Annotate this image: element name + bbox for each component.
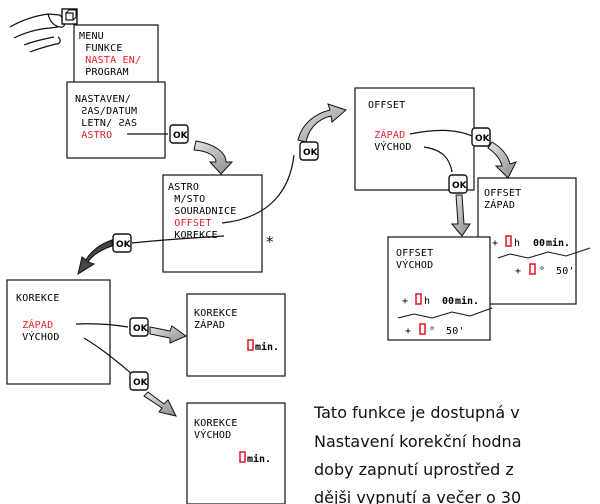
offset-west-minutes: 00: [533, 238, 545, 249]
offset-west-screen: OFFSET ZÁPAD + h 00 min. + ° 50': [478, 178, 590, 304]
correction-west-unit: min.: [255, 341, 279, 353]
menu-line: PROGRAM: [79, 67, 129, 78]
arrow-to-offset-east: [452, 195, 470, 236]
offset-west-plus: +: [492, 238, 498, 249]
astro-screen: ASTRO M/STO SOURADNICE OFFSET KOREKCE: [163, 175, 262, 272]
offset-east-title: OFFSET: [396, 248, 433, 259]
correction-line: VÝCHOD: [16, 330, 60, 343]
offset-west-deg-plus: +: [515, 266, 521, 277]
offset-west-hour-unit: h: [514, 238, 520, 249]
offset-east-title: VÝCHOD: [396, 258, 433, 271]
offset-east-minutes: 00: [442, 296, 454, 307]
astro-line: M/STO: [168, 194, 205, 205]
menu-line: MENU: [79, 31, 104, 42]
correction-west-title: ZÁPAD: [194, 318, 225, 331]
ok-button-icon: OK: [170, 125, 189, 143]
svg-text:OK: OK: [116, 240, 132, 250]
ok-button-icon: OK: [300, 142, 319, 160]
correction-east-title: VÝCHOD: [194, 428, 231, 441]
correction-east-title: KOREKCE: [194, 418, 238, 429]
menu-line-selected: NASTA EN/: [79, 55, 141, 66]
correction-line-selected: ZÁPAD: [16, 318, 53, 331]
settings-line: NASTAVEN/: [75, 94, 131, 105]
correction-west-title: KOREKCE: [194, 308, 238, 319]
ok-button-icon: OK: [449, 175, 468, 193]
arrow-to-astro: [194, 141, 232, 174]
ok-button-icon: OK: [113, 234, 132, 252]
offset-east-deg-plus: +: [405, 326, 411, 337]
offset-west-arcmin: 50': [556, 266, 575, 277]
note-line: Nastavení korekční hodna: [314, 432, 522, 451]
offset-east-deg-sym: °: [429, 326, 435, 337]
astro-line-selected: OFFSET: [168, 218, 212, 229]
svg-text:OK: OK: [133, 324, 149, 334]
offset-east-plus: +: [402, 296, 408, 307]
correction-line: KOREKCE: [16, 293, 60, 304]
offset-line-selected: ZÁPAD: [368, 128, 405, 141]
correction-menu-screen: KOREKCE ZÁPAD VÝCHOD: [7, 280, 110, 384]
offset-west-deg-sym: °: [539, 266, 545, 277]
svg-text:OK: OK: [173, 131, 189, 141]
settings-screen: NASTAVEN/ ƧAS/DATUM LETN/ ƧAS ASTRO: [67, 82, 165, 158]
note-line: doby zapnutí uprostřed z: [314, 460, 514, 479]
offset-west-title: OFFSET: [484, 188, 521, 199]
offset-line: VÝCHOD: [368, 140, 412, 153]
settings-line: LETN/ ƧAS: [75, 118, 137, 129]
note-line: Tato funkce je dostupná v: [313, 403, 520, 422]
offset-east-hour-unit: h: [424, 296, 430, 307]
arrow-to-correction-east: [144, 392, 176, 416]
svg-text:OK: OK: [303, 148, 319, 158]
correction-east-unit: min.: [247, 453, 271, 465]
svg-text:OK: OK: [133, 378, 149, 388]
offset-line: OFFSET: [368, 100, 405, 111]
explanation-text: Tato funkce je dostupná v Nastavení kore…: [313, 403, 522, 504]
ok-button-icon: OK: [130, 372, 149, 390]
svg-text:OK: OK: [475, 134, 491, 144]
settings-line-selected: ASTRO: [75, 130, 112, 141]
arrow-to-offset-menu: [298, 104, 346, 142]
offset-west-min-unit: min.: [546, 237, 570, 249]
astro-line: ASTRO: [168, 182, 199, 193]
offset-east-screen: OFFSET VÝCHOD + h 00 min. + ° 50': [388, 237, 492, 340]
offset-east-min-unit: min.: [455, 295, 479, 307]
hand-pressing-button-icon: [10, 9, 77, 52]
arrow-to-offset-west: [488, 142, 516, 178]
correction-west-screen: KOREKCE ZÁPAD min.: [187, 294, 285, 376]
correction-east-screen: KOREKCE VÝCHOD min.: [187, 403, 285, 504]
menu-line: FUNKCE: [79, 43, 123, 54]
footnote-asterisk: *: [266, 233, 274, 251]
arrow-to-correction-menu: [78, 240, 112, 274]
ok-button-icon: OK: [472, 128, 491, 146]
astro-line: SOURADNICE: [168, 206, 236, 217]
offset-east-arcmin: 50': [446, 326, 465, 337]
menu-screen: MENU FUNKCE NASTA EN/ PROGRAM: [74, 25, 158, 83]
ok-button-icon: OK: [130, 318, 149, 336]
note-line: dějši vypnutí a večer o 30: [314, 488, 521, 504]
arrow-to-correction-west: [150, 326, 186, 343]
offset-west-title: ZÁPAD: [484, 198, 515, 211]
svg-text:OK: OK: [452, 181, 468, 191]
settings-line: ƧAS/DATUM: [75, 106, 137, 117]
